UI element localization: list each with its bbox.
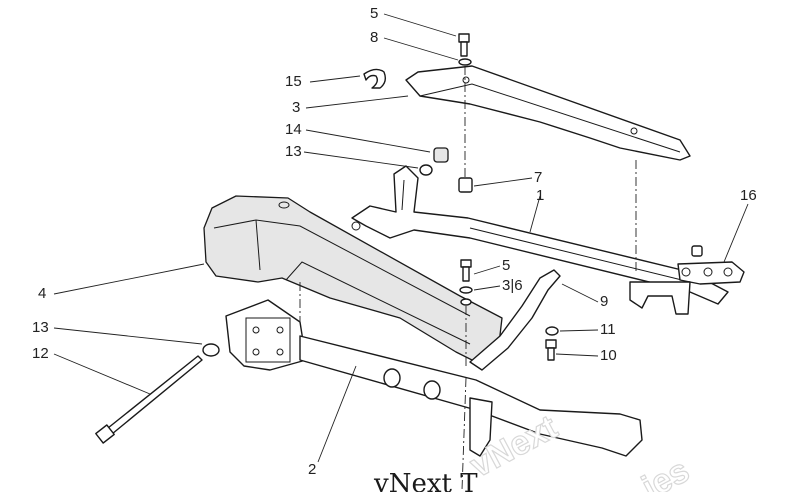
callout-labels: 5 8 15 3 14 13 7 1 16 4 5 3|6 9 13 11 12… xyxy=(32,5,757,478)
part-3-6-washer xyxy=(459,286,473,294)
part-5-bolt-top xyxy=(458,33,470,57)
part-10-bolt xyxy=(545,339,557,361)
callout-4: 4 xyxy=(38,285,46,302)
callout-15: 15 xyxy=(285,73,302,90)
leader-lines xyxy=(53,13,749,463)
watermark: vNext T vNext ies xyxy=(373,407,696,492)
part-7-spacer xyxy=(458,177,473,193)
callout-10: 10 xyxy=(600,347,617,364)
watermark-text: vNext T xyxy=(373,469,478,492)
callout-11: 11 xyxy=(600,321,616,338)
part-9-curved-bracket xyxy=(469,269,561,371)
part-3-cover-plate xyxy=(405,65,691,161)
alignment-lines xyxy=(299,66,637,491)
callout-3: 3 xyxy=(292,99,300,116)
callout-5-middle: 5 xyxy=(502,257,510,274)
part-15-clip xyxy=(363,68,387,89)
callout-8: 8 xyxy=(370,29,378,46)
part-13-washer-upper xyxy=(419,164,433,176)
part-12-long-bolt xyxy=(95,355,203,444)
callout-1: 1 xyxy=(536,187,544,204)
part-13-washer-lower xyxy=(202,343,220,357)
part-4-subframe-beam xyxy=(203,195,503,363)
callout-3-6: 3|6 xyxy=(502,277,523,294)
part-2-lower-crossmember xyxy=(225,299,643,457)
callout-14: 14 xyxy=(285,121,302,138)
callout-9: 9 xyxy=(600,293,608,310)
callout-7: 7 xyxy=(534,169,542,186)
callout-12: 12 xyxy=(32,345,49,362)
callout-16: 16 xyxy=(740,187,757,204)
callout-2: 2 xyxy=(308,461,316,478)
callout-13-upper: 13 xyxy=(285,143,302,160)
part-16-bracket xyxy=(629,245,745,315)
callout-13-lower: 13 xyxy=(32,319,49,336)
part-5-bolt-middle xyxy=(460,259,472,282)
part-8-washer-top xyxy=(458,58,472,66)
part-11-washer xyxy=(545,326,559,336)
callout-5-top: 5 xyxy=(370,5,378,22)
watermark-ghost-tail: ies xyxy=(636,451,696,492)
part-14-nut xyxy=(433,147,449,163)
part-6-washer xyxy=(460,298,472,306)
